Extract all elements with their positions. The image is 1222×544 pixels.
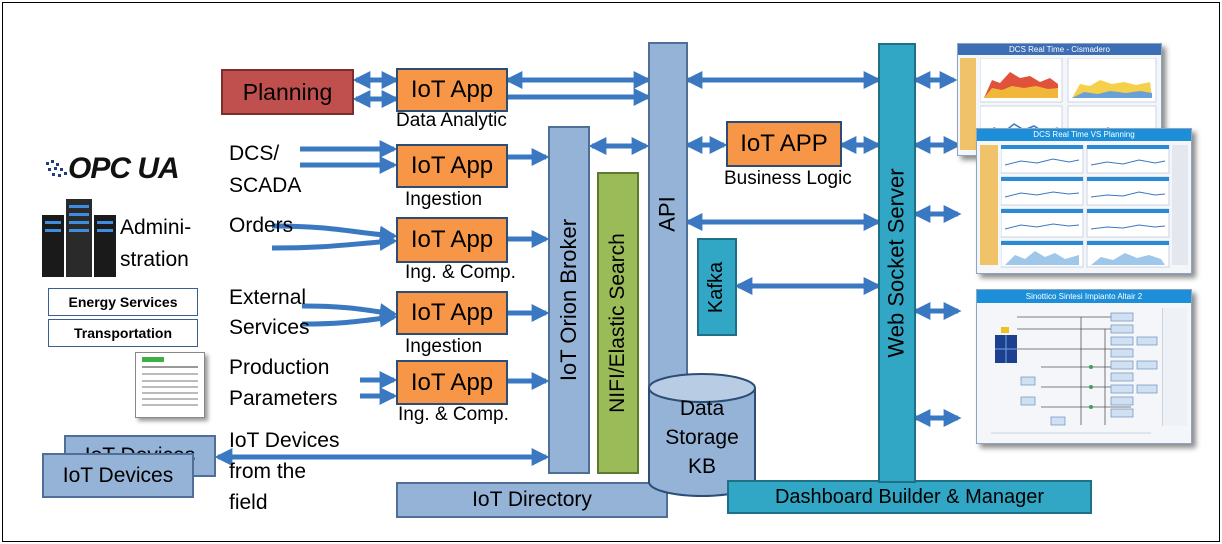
- screen-3-title: Sinottico Sintesi Impianto Altair 2: [977, 290, 1191, 303]
- iot-directory: IoT Directory: [396, 482, 668, 518]
- storage-line-1: Data: [679, 397, 725, 420]
- external-services-label: External Services: [229, 284, 310, 342]
- caption-ing-comp-1: Ing. & Comp.: [405, 262, 516, 283]
- orion-broker-label: IoT Orion Broker: [556, 218, 581, 382]
- production-line-2: Parameters: [229, 387, 338, 410]
- server-icon: [40, 195, 118, 280]
- iot-field-line-1: IoT Devices: [229, 429, 340, 452]
- storage-line-3: KB: [687, 455, 716, 478]
- planning-box: Planning: [221, 69, 354, 115]
- caption-business-logic: Business Logic: [724, 168, 852, 189]
- kafka: Kafka: [697, 238, 737, 336]
- storage-line-2: Storage: [665, 426, 739, 449]
- api-bar: API: [648, 42, 688, 392]
- document-thumbnail: [135, 352, 205, 418]
- iot-app-business-logic: IoT APP: [726, 121, 842, 167]
- dashboard-builder-manager: Dashboard Builder & Manager: [727, 480, 1092, 514]
- orders-label: Orders: [229, 214, 294, 237]
- dashboard-screenshot-2: DCS Real Time VS Planning: [976, 128, 1192, 274]
- nifi-label: NIFI/Elastic Search: [606, 233, 630, 413]
- energy-services-box: Energy Services: [48, 288, 198, 316]
- kafka-label: Kafka: [705, 261, 728, 313]
- administration-line-1: Admini-: [120, 216, 192, 239]
- nifi-elastic-search: NIFI/Elastic Search: [597, 172, 639, 474]
- orion-broker: IoT Orion Broker: [548, 126, 590, 474]
- production-line-1: Production: [229, 356, 330, 379]
- external-line-2: Services: [229, 316, 310, 339]
- api-label: API: [655, 196, 680, 232]
- dcs-line-2: SCADA: [229, 174, 302, 197]
- opc-ua-text: OPC UA: [68, 152, 180, 185]
- iot-app-ingestion-1: IoT App: [396, 144, 508, 188]
- iot-devices-front: IoT Devices: [42, 453, 194, 498]
- production-parameters-label: Production Parameters: [229, 354, 338, 413]
- iot-field-label: IoT Devices from the field: [229, 427, 340, 517]
- dcs-line-1: DCS/: [229, 142, 280, 165]
- administration-label: Admini- stration: [120, 214, 191, 274]
- iot-app-ing-comp-1: IoT App: [396, 217, 508, 263]
- transportation-box: Transportation: [48, 319, 198, 347]
- external-line-1: External: [229, 286, 307, 309]
- web-socket-server: Web Socket Server: [878, 43, 916, 483]
- websocket-label: Web Socket Server: [884, 168, 909, 358]
- iot-app-ing-comp-2: IoT App: [396, 360, 508, 405]
- dashboard-screenshot-3: Sinottico Sintesi Impianto Altair 2: [976, 289, 1192, 444]
- caption-ing-comp-2: Ing. & Comp.: [398, 404, 509, 425]
- iot-field-line-3: field: [229, 491, 268, 514]
- iot-app-ingestion-2: IoT App: [396, 291, 508, 335]
- screen-1-title: DCS Real Time - Cismadero: [958, 44, 1161, 55]
- iot-app-data-analytic: IoT App: [396, 68, 508, 112]
- dcs-scada-label: DCS/ SCADA: [229, 140, 301, 200]
- screen-2-title: DCS Real Time VS Planning: [977, 129, 1191, 141]
- opc-ua-logo: OPC UA: [42, 150, 202, 190]
- caption-data-analytic: Data Analytic: [396, 110, 507, 131]
- caption-ingestion-2: Ingestion: [405, 336, 483, 357]
- iot-field-line-2: from the: [229, 460, 307, 483]
- administration-line-2: stration: [120, 248, 189, 271]
- caption-ingestion-1: Ingestion: [405, 189, 483, 210]
